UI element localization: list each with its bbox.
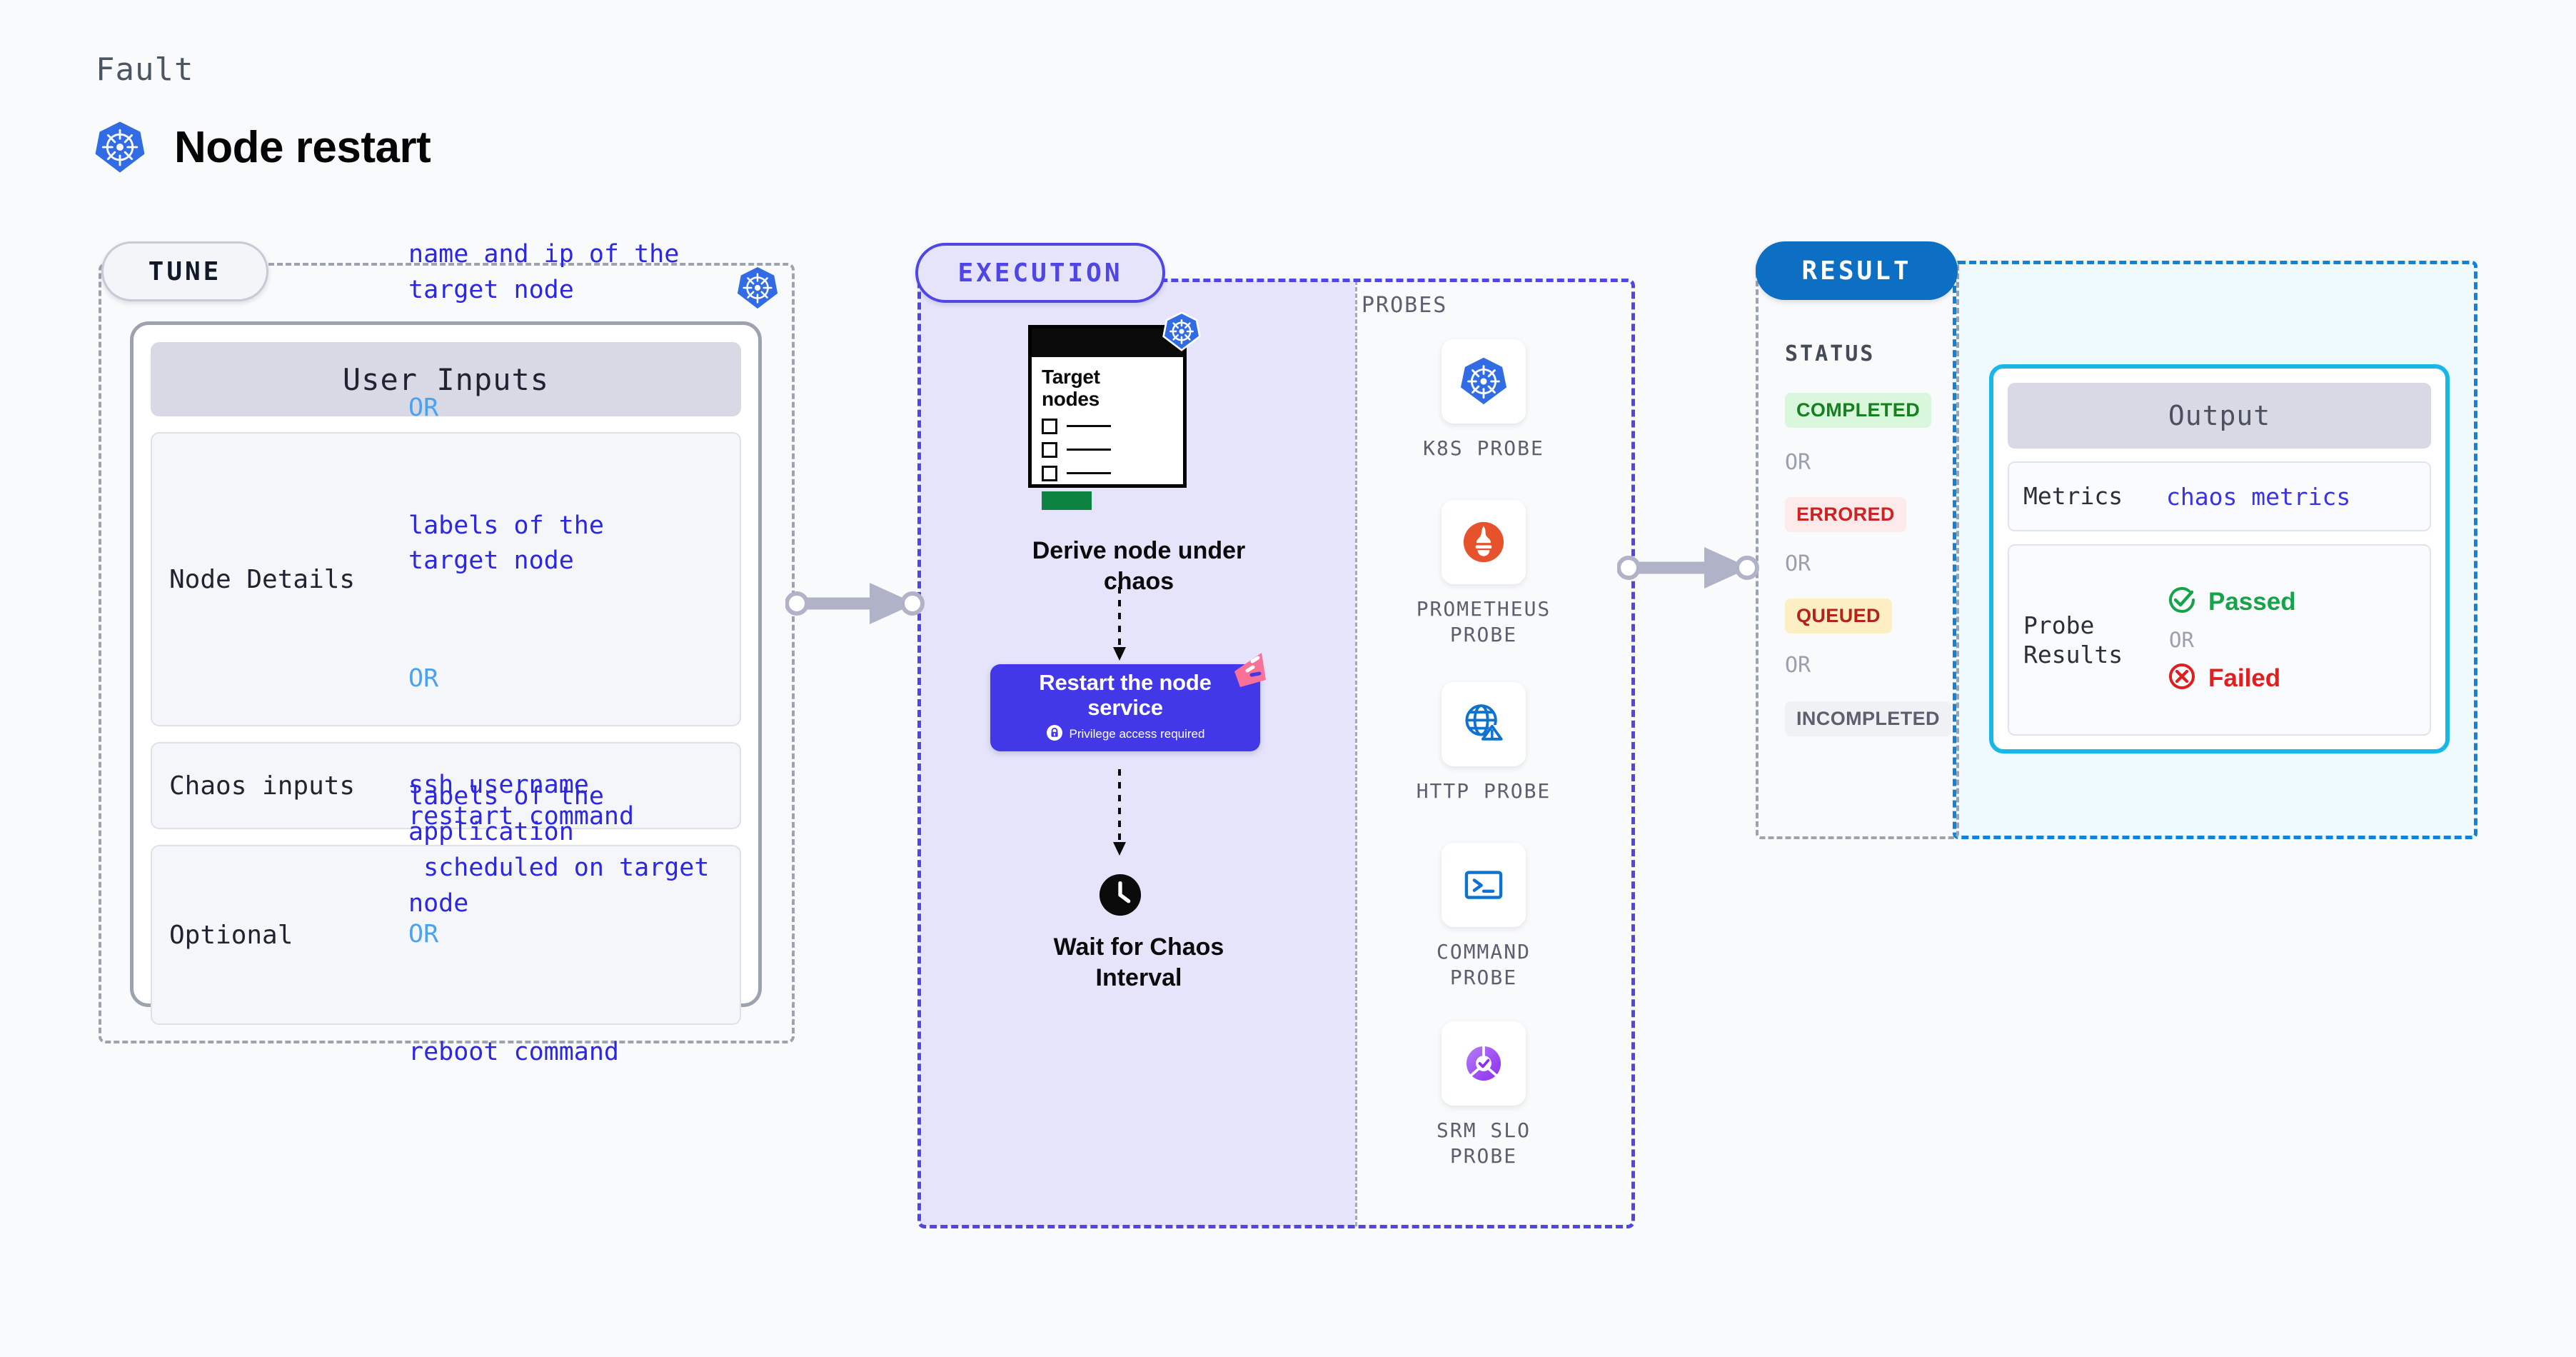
value-text: labels of the application scheduled on t… bbox=[408, 782, 710, 918]
checkbox-row bbox=[1042, 418, 1183, 434]
output-row-metrics: Metrics chaos metrics bbox=[2008, 461, 2431, 531]
execution-panel bbox=[917, 279, 1635, 1228]
probes-section-title: PROBES bbox=[1362, 293, 1448, 318]
check-circle-icon bbox=[2166, 584, 2198, 619]
or-separator: OR bbox=[408, 920, 439, 949]
user-inputs-title: User Inputs bbox=[151, 342, 741, 416]
target-nodes-title: Target nodes bbox=[1042, 366, 1100, 411]
terminal-icon bbox=[1442, 843, 1526, 927]
restart-box-title: Restart the node service bbox=[1039, 670, 1212, 720]
lock-icon bbox=[1046, 724, 1063, 745]
x-circle-icon bbox=[2166, 661, 2198, 696]
output-title: Output bbox=[2008, 383, 2431, 449]
harness-ribbon-icon bbox=[1230, 651, 1270, 695]
restart-node-service-box[interactable]: Restart the node service Privilege acces… bbox=[990, 653, 1266, 751]
or-separator: OR bbox=[408, 664, 439, 693]
probe-item-srm-slo[interactable]: SRM SLO PROBE bbox=[1377, 1021, 1591, 1170]
arrow-right-icon bbox=[785, 579, 935, 632]
tune-pill-label: TUNE bbox=[101, 241, 268, 301]
dashed-arrow-down-icon bbox=[1105, 586, 1134, 668]
probe-label: COMMAND PROBE bbox=[1436, 940, 1531, 990]
probe-label: HTTP PROBE bbox=[1416, 779, 1551, 803]
wait-chaos-interval-label: Wait for Chaos Interval bbox=[1053, 933, 1224, 991]
kubernetes-icon bbox=[735, 266, 780, 310]
kubernetes-icon bbox=[1162, 311, 1202, 355]
status-section-title: STATUS bbox=[1785, 341, 1876, 366]
line-placeholder bbox=[1067, 449, 1111, 451]
or-separator: OR bbox=[1785, 450, 1811, 475]
dashed-arrow-down-icon bbox=[1105, 768, 1134, 864]
kubernetes-icon bbox=[93, 120, 147, 174]
or-separator: OR bbox=[1785, 551, 1811, 576]
value-text: ssh username bbox=[408, 771, 589, 800]
status-badge-queued: QUEUED bbox=[1785, 599, 1892, 634]
probe-result-values: Passed OR Failed bbox=[2166, 584, 2415, 696]
fault-title-row: Node restart bbox=[93, 120, 431, 174]
probe-label: SRM SLO PROBE bbox=[1436, 1118, 1531, 1168]
fault-eyebrow-label: Fault bbox=[96, 51, 194, 88]
checkbox-icon bbox=[1042, 441, 1057, 458]
green-bar-indicator bbox=[1042, 491, 1092, 510]
value-text: name and ip of the target node bbox=[408, 239, 680, 304]
failed-label: Failed bbox=[2208, 664, 2281, 692]
value-text: labels of the target node bbox=[408, 511, 604, 576]
row-label: Optional bbox=[169, 920, 293, 950]
arrow-right-icon bbox=[1616, 543, 1771, 596]
line-placeholder bbox=[1067, 472, 1111, 475]
or-separator: OR bbox=[408, 393, 439, 422]
row-label: Node Details bbox=[169, 564, 356, 594]
or-separator: OR bbox=[2169, 628, 2194, 652]
privilege-text: Privilege access required bbox=[1069, 727, 1205, 741]
prometheus-icon bbox=[1442, 500, 1526, 584]
kubernetes-icon bbox=[1442, 339, 1526, 424]
or-separator: OR bbox=[1785, 653, 1811, 678]
execution-pill-label: EXECUTION bbox=[915, 243, 1165, 303]
probe-result-failed: Failed bbox=[2166, 661, 2415, 696]
value-text: reboot command bbox=[408, 1038, 620, 1067]
status-badge-completed: COMPLETED bbox=[1785, 393, 1932, 428]
probe-item-command[interactable]: COMMAND PROBE bbox=[1377, 843, 1591, 991]
checkbox-icon bbox=[1042, 465, 1057, 481]
probe-result-passed: Passed bbox=[2166, 584, 2415, 619]
output-row-value: chaos metrics bbox=[2166, 482, 2351, 511]
output-card: Output Metrics chaos metrics Probe Resul… bbox=[1989, 364, 2450, 753]
clock-icon bbox=[1098, 873, 1142, 921]
probe-item-http[interactable]: HTTP PROBE bbox=[1377, 682, 1591, 804]
status-badge-errored: ERRORED bbox=[1785, 497, 1906, 532]
passed-label: Passed bbox=[2208, 587, 2296, 616]
user-inputs-card: User Inputs Node Details name and ip of … bbox=[130, 240, 762, 1066]
result-pill-label: RESULT bbox=[1756, 241, 1958, 300]
globe-warning-icon bbox=[1442, 682, 1526, 766]
probe-label: PROMETHEUS PROBE bbox=[1416, 597, 1551, 647]
input-row-optional: Optional restart command OR reboot comma… bbox=[151, 802, 741, 1066]
output-row-label: Probe Results bbox=[2023, 611, 2123, 669]
output-row-label: Metrics bbox=[2023, 482, 2123, 511]
input-row-node-details: Node Details name and ip of the target n… bbox=[151, 240, 741, 918]
checkbox-row bbox=[1042, 465, 1183, 481]
probe-item-k8s[interactable]: K8S PROBE bbox=[1377, 339, 1591, 461]
row-values: restart command OR reboot command bbox=[408, 728, 721, 1142]
value-text: restart command bbox=[408, 802, 635, 831]
input-row-chaos-inputs: Chaos inputs ssh username bbox=[151, 742, 741, 829]
status-badge-incompleted: INCOMPLETED bbox=[1785, 701, 1951, 736]
target-nodes-card: Target nodes bbox=[1028, 311, 1201, 510]
row-values: ssh username bbox=[408, 697, 721, 874]
line-placeholder bbox=[1067, 425, 1111, 428]
probe-item-prometheus[interactable]: PROMETHEUS PROBE bbox=[1377, 500, 1591, 649]
probe-label: K8S PROBE bbox=[1423, 436, 1544, 460]
checkbox-row bbox=[1042, 441, 1183, 458]
row-label: Chaos inputs bbox=[169, 771, 356, 801]
srm-slo-icon bbox=[1442, 1021, 1526, 1106]
page-title: Node restart bbox=[174, 122, 431, 172]
output-row-probe-results: Probe Results Passed OR bbox=[2008, 544, 2431, 736]
tune-panel bbox=[99, 263, 795, 1043]
probes-divider bbox=[1355, 281, 1357, 1226]
row-values: name and ip of the target node OR labels… bbox=[408, 166, 721, 992]
derive-node-label: Derive node under chaos bbox=[1032, 537, 1246, 595]
card-title-bar bbox=[1032, 329, 1183, 357]
privilege-badge: Privilege access required bbox=[1046, 724, 1205, 745]
checkbox-icon bbox=[1042, 418, 1057, 434]
